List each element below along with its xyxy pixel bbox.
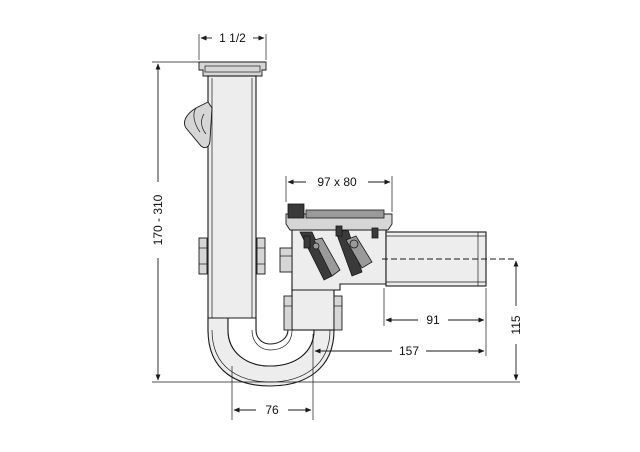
horizontal-outlet-pipe [382, 231, 514, 287]
dimension-height-range: 170 - 310 [151, 61, 520, 383]
dimension-inlet-diameter: 1 1/2 [198, 31, 267, 60]
dimension-label-height: 170 - 310 [151, 194, 165, 245]
overflow-connector [184, 101, 213, 149]
vertical-inlet-pipe [198, 61, 267, 333]
dimension-label-device: 97 x 80 [317, 175, 357, 189]
dimension-label-offset: 91 [426, 313, 440, 327]
dimension-trap-spacing: 76 [231, 366, 312, 420]
dimension-outlet-offset: 91 [383, 288, 487, 356]
dimension-label-depth: 157 [399, 344, 419, 358]
trap-riser [283, 285, 343, 331]
dimension-label-spacing: 76 [265, 403, 279, 417]
valve-device [279, 203, 393, 291]
dimension-device-size: 97 x 80 [285, 175, 393, 212]
dimension-label-inlet: 1 1/2 [219, 31, 246, 45]
dimension-label-height-outlet: 115 [509, 315, 523, 334]
dimension-outlet-height: 115 [509, 260, 523, 381]
dimension-total-depth: 157 [312, 334, 485, 420]
